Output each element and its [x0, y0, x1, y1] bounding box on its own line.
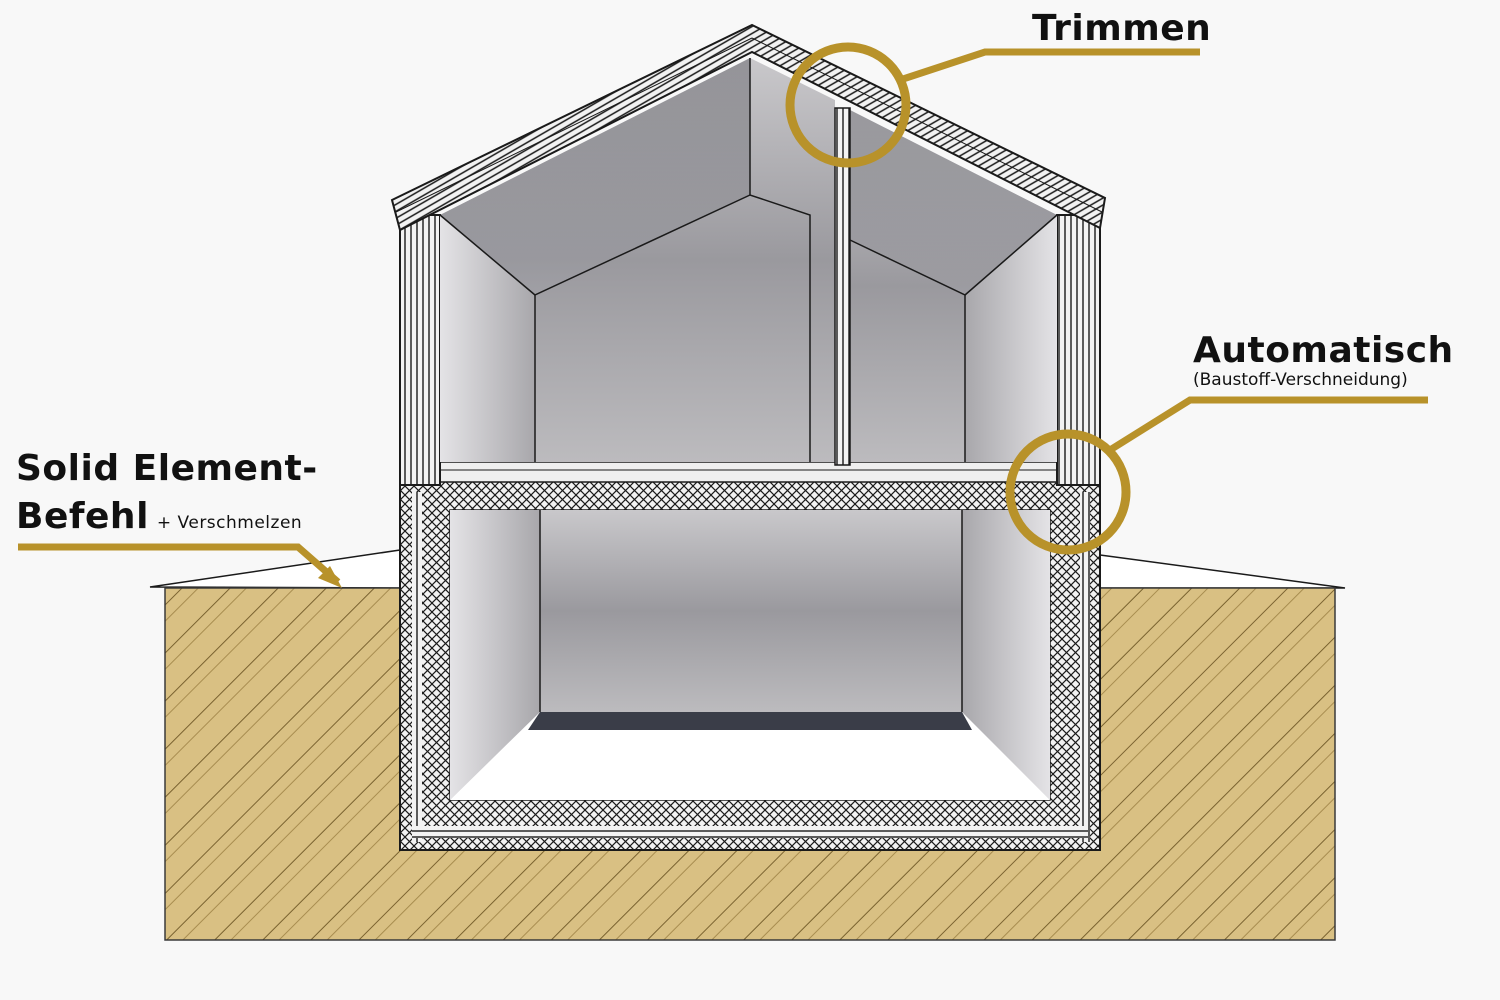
automatisch-highlight-circle — [1005, 429, 1131, 555]
upper-walls — [399, 214, 1101, 486]
annotation-solid-element — [18, 543, 342, 588]
solid-element-label-text: Befehl — [16, 496, 149, 537]
verschmelzen-sublabel: + Verschmelzen — [156, 513, 303, 533]
trimmen-label: Trimmen — [1032, 8, 1212, 49]
basement-structure — [399, 479, 1101, 851]
solid-element-label-line2: Befehl + Verschmelzen — [16, 496, 302, 537]
solid-element-label-line1: Solid Element- — [16, 448, 318, 489]
annotation-automatisch — [1005, 396, 1428, 555]
upper-rooms — [439, 58, 1058, 466]
annotation-trimmen — [785, 42, 1200, 168]
floor-slab — [424, 461, 1076, 483]
automatisch-sublabel: (Baustoff-Verschneidung) — [1193, 370, 1408, 390]
automatisch-label: Automatisch — [1193, 330, 1454, 371]
trimmen-highlight-circle — [785, 42, 911, 168]
